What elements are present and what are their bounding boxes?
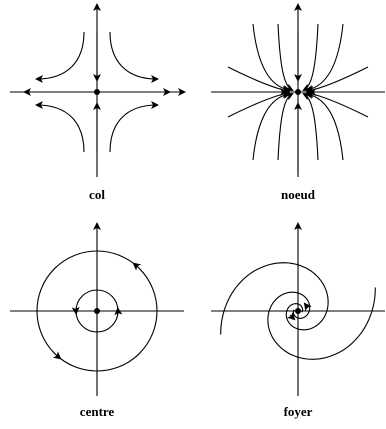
spiral-arrow — [303, 302, 312, 312]
saddle-portrait — [10, 3, 186, 177]
trajectory — [109, 101, 159, 153]
panel-label-col: col — [89, 187, 105, 202]
trajectory — [306, 90, 369, 118]
equilibrium-point — [94, 308, 100, 314]
trajectory — [35, 101, 85, 153]
trajectory — [252, 23, 291, 93]
spiral-arrow — [286, 311, 296, 321]
equilibrium-point — [295, 308, 301, 314]
trajectory — [306, 66, 369, 94]
trajectory — [277, 93, 294, 161]
trajectory — [227, 66, 290, 94]
equilibrium-point — [94, 89, 100, 95]
panel-label-centre: centre — [79, 404, 115, 419]
trajectory — [305, 91, 344, 161]
spiral-trajectory — [267, 287, 376, 360]
trajectory — [277, 23, 294, 91]
trajectory — [227, 90, 290, 118]
panel-label-noeud: noeud — [281, 187, 315, 202]
trajectory — [35, 31, 85, 83]
center-portrait — [10, 222, 184, 396]
trajectory — [109, 31, 159, 83]
panel-label-foyer: foyer — [283, 404, 313, 419]
orbit-arrow — [132, 262, 142, 271]
node-portrait — [211, 3, 385, 177]
focus-portrait — [211, 222, 385, 396]
orbit-arrow — [52, 351, 62, 360]
equilibrium-point — [295, 89, 301, 95]
trajectory — [305, 23, 344, 93]
orbit-outer — [36, 250, 158, 372]
trajectory — [302, 23, 319, 91]
trajectory — [252, 91, 291, 161]
trajectory — [302, 93, 319, 161]
spiral-trajectory — [220, 262, 329, 335]
